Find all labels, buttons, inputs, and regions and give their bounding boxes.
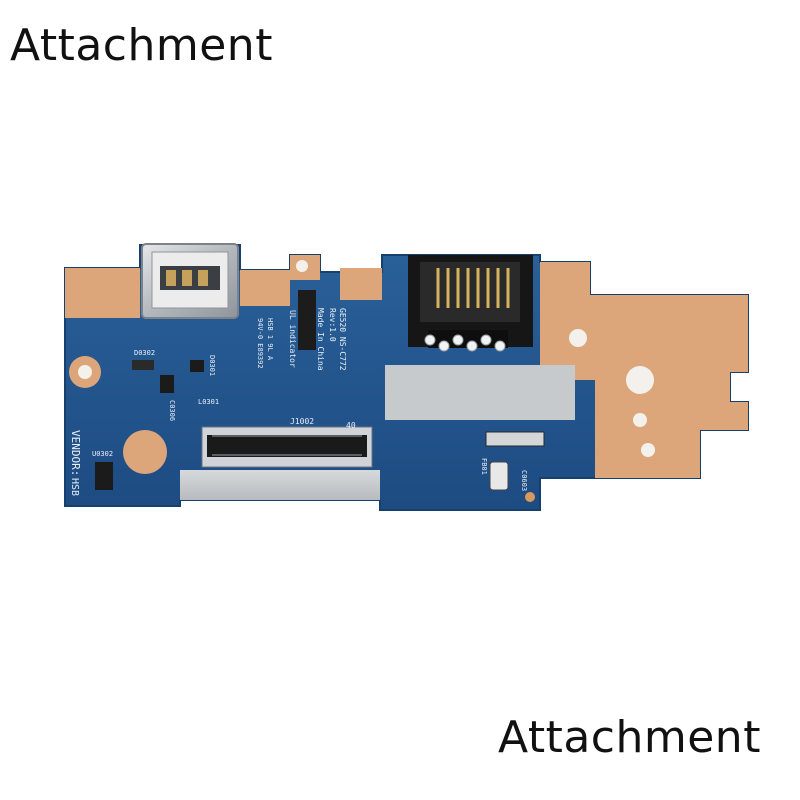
ref-c0306: C0306	[168, 400, 176, 421]
hsb-label-1: HSB 1 9L A	[266, 318, 274, 361]
chip-u0302	[95, 462, 113, 490]
capacitor-row	[485, 431, 545, 447]
solder-joints	[424, 334, 506, 352]
connector-ref: J1002	[290, 417, 314, 426]
chip-l0301	[190, 360, 204, 372]
caption-bottom: Attachment	[498, 712, 761, 763]
usb-port	[141, 243, 239, 319]
mount-hole-right-3	[633, 413, 647, 427]
mount-hole-bottom-left	[123, 430, 167, 474]
hsb-label-2: 94V-0 E89392	[256, 318, 264, 369]
mount-hole-right-4	[641, 443, 655, 457]
connector-pin-label: 40	[346, 421, 356, 430]
copper-pad-left	[65, 268, 140, 318]
ref-c0603: C0603	[520, 470, 528, 491]
led-c0603	[525, 492, 535, 502]
ffc-connector	[201, 426, 373, 468]
origin-label: Made In China	[316, 308, 325, 371]
ref-d0302: D0302	[134, 349, 155, 357]
caption-top: Attachment	[10, 20, 273, 71]
ref-u0302: U0302	[92, 450, 113, 458]
copper-pad-usb-right	[240, 270, 290, 306]
mount-hole-tab	[296, 260, 308, 272]
label-strip	[298, 290, 316, 350]
mount-hole-right-1	[569, 329, 587, 347]
mount-hole-left-inner	[78, 365, 92, 379]
film-pad-2	[180, 470, 380, 500]
chip-d0302	[132, 360, 154, 370]
copper-pad-center	[340, 268, 382, 300]
film-pad-1	[385, 365, 575, 420]
revision-label: Rev:1.0	[328, 308, 337, 342]
rj45-port	[408, 255, 533, 348]
ref-d0301: D0301	[208, 355, 216, 376]
vendor-label: VENDOR:	[69, 430, 82, 476]
model-label: GE520 NS-C772	[338, 308, 347, 371]
ul-indicator-label: UL indicator	[288, 310, 297, 368]
ref-fb01: FB01	[480, 458, 488, 475]
vendor-box: HSB	[69, 478, 80, 496]
mount-hole-right-2	[626, 366, 654, 394]
ref-l0301: L0301	[198, 398, 219, 406]
chip-fb01	[489, 461, 509, 491]
chip-c0306	[160, 375, 174, 393]
